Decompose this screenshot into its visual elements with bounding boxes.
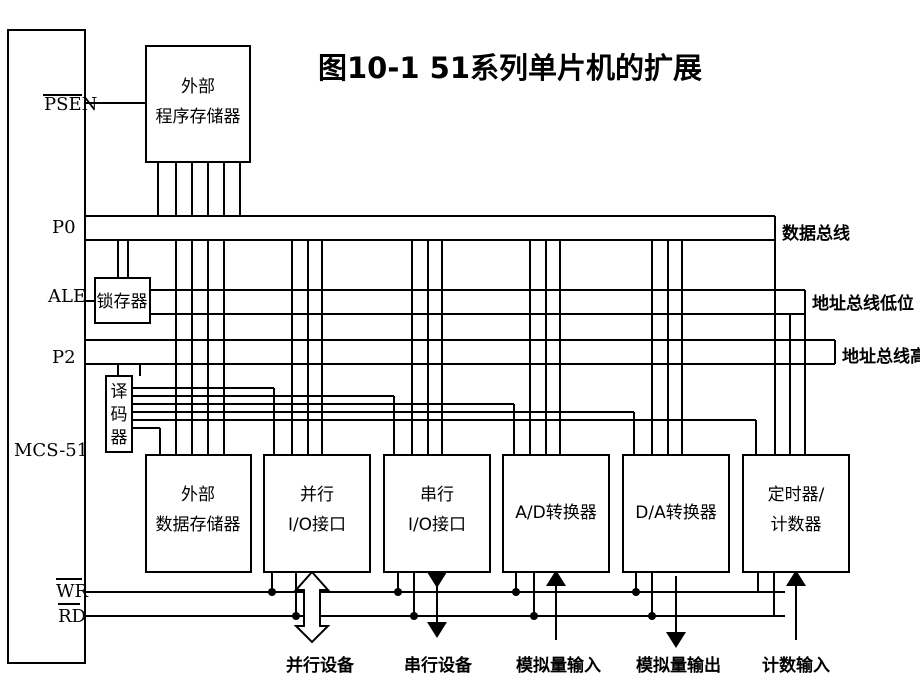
parallel-io-block: 并行 I/O接口 [263, 454, 371, 573]
serial-device-label: 串行设备 [404, 655, 473, 676]
svg-text:器: 器 [111, 428, 128, 448]
latch-block: 锁存器 [94, 277, 151, 324]
timer-block: 定时器/ 计数器 [742, 454, 850, 573]
svg-text:计数器: 计数器 [771, 515, 822, 535]
addr-high-bus-label: 地址总线高位 [842, 346, 920, 367]
svg-text:锁存器: 锁存器 [97, 292, 148, 312]
dac-block: D/A转换器 [622, 454, 730, 573]
svg-text:外部: 外部 [181, 77, 215, 97]
ext-prog-mem-block: 外部 程序存储器 [145, 45, 251, 163]
svg-text:D/A转换器: D/A转换器 [635, 503, 716, 523]
svg-text:并行: 并行 [300, 485, 334, 505]
psen-pin-label: PSEN [44, 94, 97, 115]
svg-text:外部: 外部 [181, 485, 215, 505]
adc-block: A/D转换器 [502, 454, 610, 573]
parallel-device-label: 并行设备 [286, 655, 355, 676]
p2-pin-label: P2 [52, 347, 76, 368]
svg-text:数据存储器: 数据存储器 [156, 515, 241, 535]
rd-pin-label: RD [58, 606, 86, 627]
decoder-select-lines [117, 364, 757, 455]
addr-low-bus [150, 289, 806, 315]
mcu-block: PSEN P0 ALE P2 MCS-51 WR RD [7, 29, 97, 664]
svg-text:定时器/: 定时器/ [768, 485, 825, 505]
svg-text:串行: 串行 [420, 485, 454, 505]
addr-low-bus-label: 地址总线低位 [812, 293, 914, 314]
prog-mem-lines [157, 162, 241, 455]
p0-pin-label: P0 [52, 217, 76, 238]
svg-text:码: 码 [111, 405, 128, 425]
count-input-label: 计数输入 [762, 655, 830, 676]
analog-input-label: 模拟量输入 [516, 655, 601, 676]
data-bus-label: 数据总线 [782, 223, 850, 244]
svg-text:程序存储器: 程序存储器 [156, 107, 241, 127]
svg-text:译: 译 [111, 382, 128, 402]
mcu-name: MCS-51 [14, 440, 88, 461]
ale-pin-label: ALE [47, 286, 86, 307]
decoder-block: 译 码 器 [105, 375, 133, 453]
diagram-title: 图10-1 51系列单片机的扩展 [318, 51, 702, 85]
svg-text:A/D转换器: A/D转换器 [515, 503, 596, 523]
analog-output-label: 模拟量输出 [636, 655, 721, 676]
io-arrows [293, 570, 806, 648]
addr-high-bus [85, 339, 836, 365]
svg-text:I/O接口: I/O接口 [408, 515, 466, 535]
wr-pin-label: WR [56, 581, 89, 602]
ext-data-mem-block: 外部 数据存储器 [145, 454, 252, 573]
data-bus [85, 215, 776, 241]
svg-text:I/O接口: I/O接口 [288, 515, 346, 535]
peripheral-bus-drops [291, 240, 806, 455]
wr-rd-lines [85, 572, 785, 620]
serial-io-block: 串行 I/O接口 [383, 454, 491, 573]
